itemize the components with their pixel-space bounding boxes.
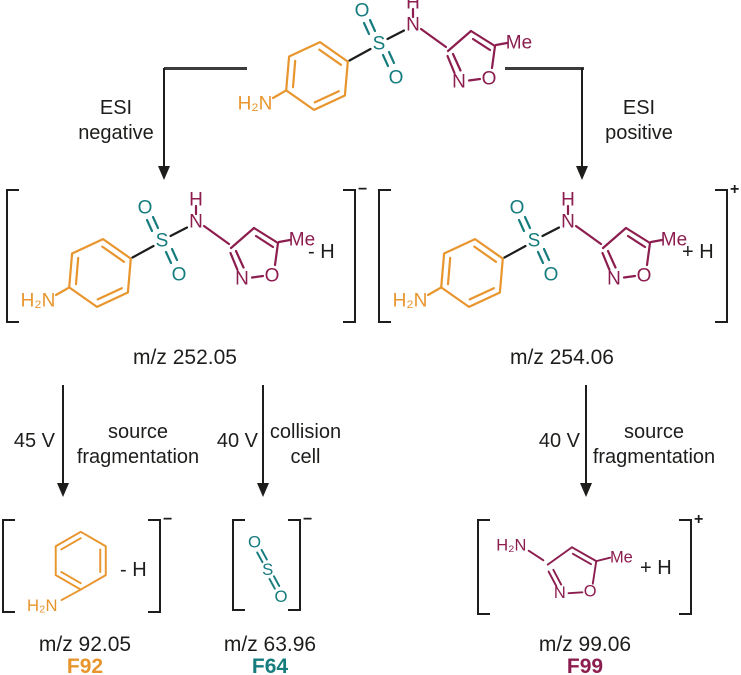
bracket-right	[343, 189, 356, 323]
adduct-label: + H	[640, 557, 672, 579]
oxygen-label: O	[274, 587, 287, 606]
source-fragmentation-neg-label: source fragmentation	[76, 421, 200, 468]
charge-label: −	[303, 511, 313, 528]
deprotonated-ion: - H −	[6, 181, 367, 323]
voltage-45v-label: 45 V	[13, 430, 55, 452]
aminomethylisoxazole-structure: H₂N N O Me	[496, 537, 633, 603]
bracket-right	[679, 519, 692, 615]
parent-molecule-structure	[235, 0, 535, 124]
bracket-left	[6, 189, 19, 323]
oxygen-label: O	[248, 532, 261, 551]
source-fragmentation-neg-arrow	[57, 385, 69, 497]
protonated-ion: + H +	[378, 181, 739, 323]
mz-positive-label: m/z 254.06	[510, 346, 614, 369]
fragment-f64: O S O −	[232, 511, 312, 611]
esi-negative-arrow	[158, 68, 170, 180]
f92-code-label: F92	[66, 655, 104, 675]
adduct-label: - H	[308, 241, 335, 263]
adduct-label: - H	[120, 559, 147, 581]
collision-cell-label: collision cell	[269, 421, 342, 468]
mz-f99-label: m/z 99.06	[538, 633, 632, 656]
charge-label: −	[358, 181, 368, 198]
esi-negative-label: ESI negative	[78, 97, 154, 144]
voltage-40v-source-label: 40 V	[538, 430, 580, 452]
methyl-label: Me	[610, 549, 633, 567]
sulfur-dioxide-structure: O S O	[248, 532, 287, 606]
mz-f64-label: m/z 63.96	[223, 633, 317, 656]
fragment-f92: H₂N - H −	[2, 511, 172, 615]
oxygen-label: O	[584, 582, 597, 600]
charge-label: −	[163, 511, 173, 528]
fragment-f99: H₂N N O Me + H +	[477, 511, 703, 615]
charge-label: +	[694, 511, 704, 528]
bracket-left	[378, 189, 391, 323]
f99-code-label: F99	[566, 655, 604, 675]
bracket-left	[477, 519, 490, 615]
collision-cell-arrow	[257, 385, 269, 497]
bracket-left	[2, 519, 15, 613]
voltage-40v-collision-label: 40 V	[216, 430, 258, 452]
amine-label: H₂N	[496, 537, 526, 555]
left-connector-line	[164, 67, 247, 70]
mz-f92-label: m/z 92.05	[38, 633, 132, 656]
source-fragmentation-pos-label: source fragmentation	[592, 421, 716, 468]
source-fragmentation-pos-arrow	[580, 385, 592, 497]
protonated-ion-structure	[390, 191, 690, 321]
bracket-right	[288, 519, 301, 611]
adduct-label: + H	[682, 241, 714, 263]
bracket-right	[148, 519, 161, 613]
deprotonated-ion-structure	[18, 191, 318, 321]
esi-positive-label: ESI positive	[605, 97, 673, 144]
esi-positive-arrow	[576, 68, 588, 180]
bracket-left	[232, 519, 245, 611]
right-connector-line	[505, 67, 584, 70]
mz-negative-label: m/z 252.05	[133, 346, 237, 369]
sulfur-label: S	[262, 560, 273, 579]
bracket-right	[715, 189, 728, 323]
f64-code-label: F64	[251, 655, 289, 675]
aniline-structure: H₂N	[27, 530, 107, 615]
amine-label: H₂N	[27, 596, 57, 615]
charge-label: +	[730, 181, 740, 198]
nitrogen-label: N	[554, 584, 566, 602]
